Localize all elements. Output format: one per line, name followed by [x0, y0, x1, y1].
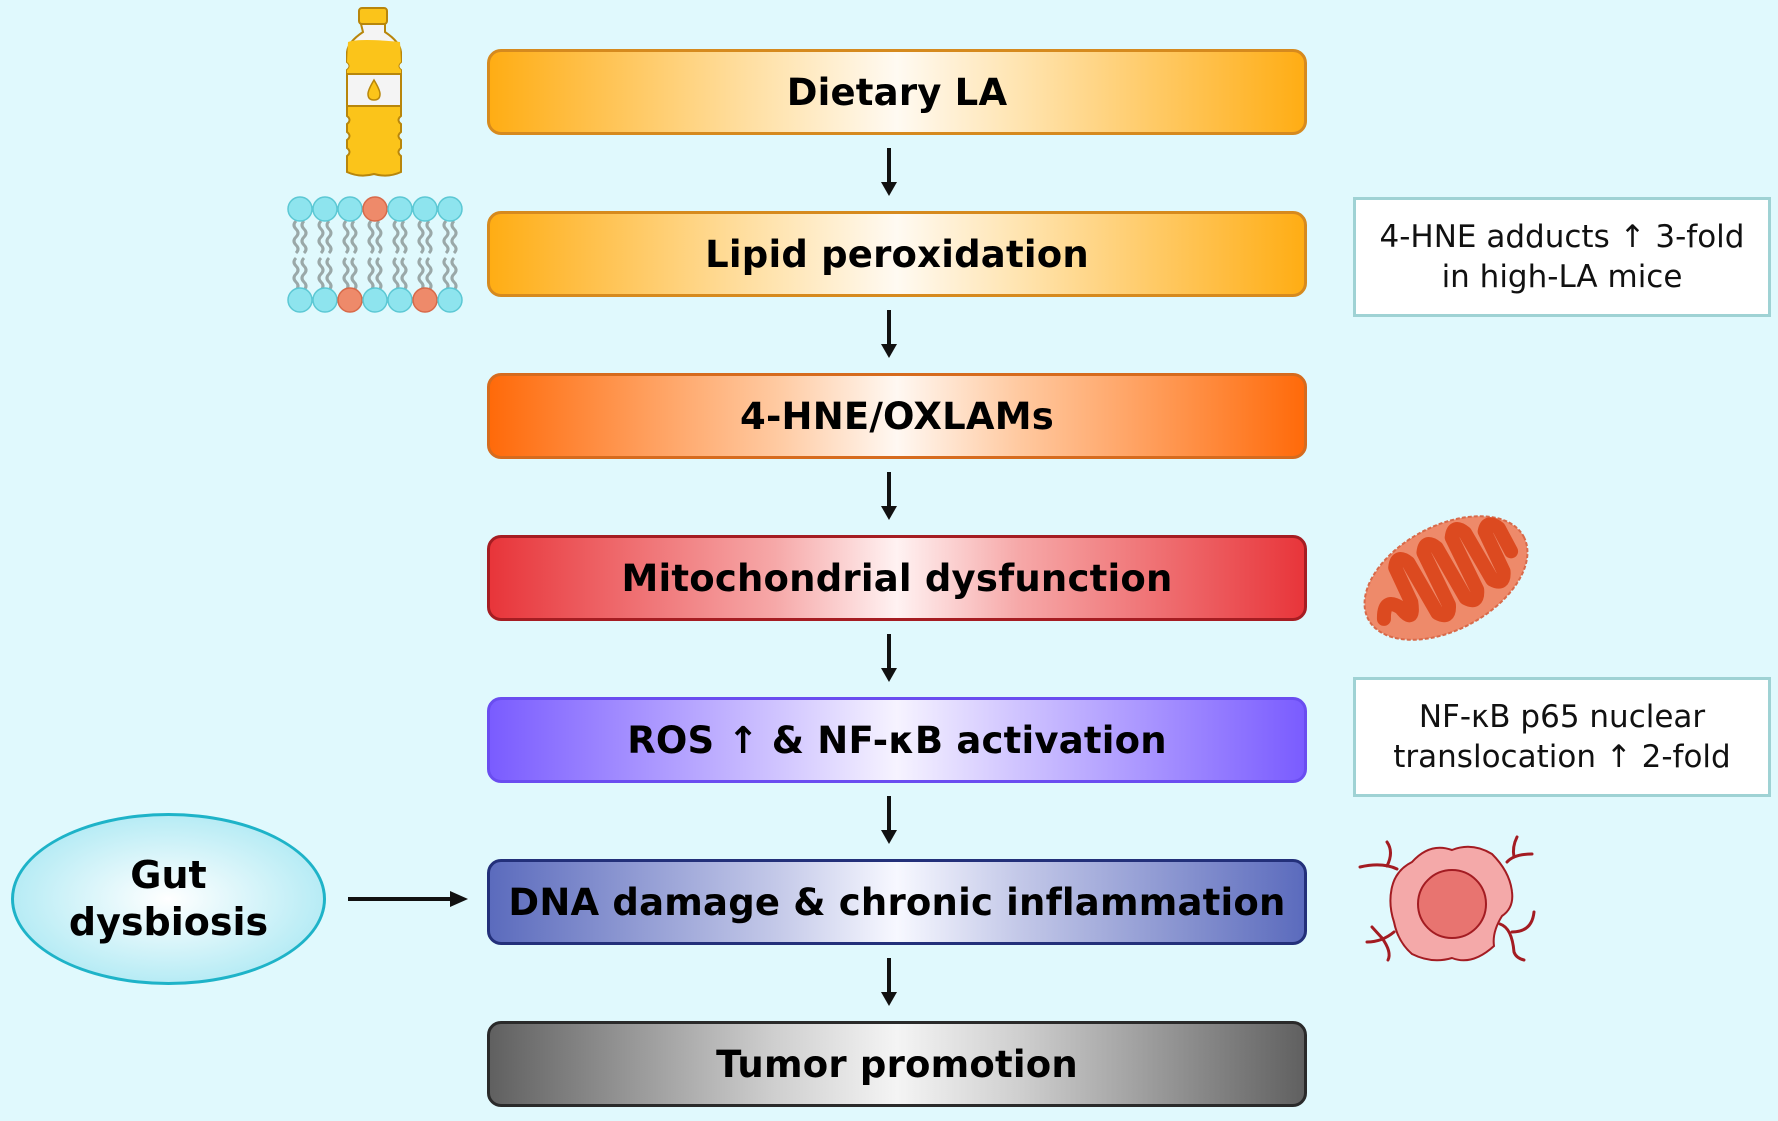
lipid-head [312, 196, 338, 222]
arrow-right-icon [348, 891, 468, 907]
step-tumor-promotion: Tumor promotion [487, 1021, 1307, 1107]
lipid-head [362, 287, 388, 313]
arrow-down-icon [881, 148, 897, 196]
step-label: Lipid peroxidation [705, 232, 1089, 276]
step-ros-nfkb: ROS ↑ & NF-κB activation [487, 697, 1307, 783]
step-label: Dietary LA [786, 70, 1008, 114]
step-lipid-peroxidation: Lipid peroxidation [487, 211, 1307, 297]
arrow-down-icon [881, 472, 897, 520]
arrow-down-icon [881, 310, 897, 358]
lipid-head [287, 287, 313, 313]
annotation-4hne: 4-HNE adducts ↑ 3-fold in high-LA mice [1353, 197, 1771, 317]
step-label: ROS ↑ & NF-κB activation [627, 718, 1167, 762]
step-dna-damage: DNA damage & chronic inflammation [487, 859, 1307, 945]
step-label: 4-HNE/OXLAMs [740, 394, 1054, 438]
oxidized-lipid-head [362, 196, 388, 222]
annotation-line2: translocation ↑ 2-fold [1393, 739, 1731, 775]
annotation-line1: NF-κB p65 nuclear [1418, 698, 1706, 735]
step-label: Mitochondrial dysfunction [621, 556, 1173, 600]
annotation-nfkb: NF-κB p65 nuclear translocation ↑ 2-fold [1353, 677, 1771, 797]
oxidized-lipid-head [337, 287, 363, 313]
step-4hne-oxlams: 4-HNE/OXLAMs [487, 373, 1307, 459]
step-label: Tumor promotion [716, 1042, 1078, 1086]
lipid-head [287, 196, 313, 222]
annotation-line2: in high-LA mice [1441, 259, 1683, 295]
lipid-bilayer-icon [287, 196, 463, 313]
lipid-head [387, 196, 413, 222]
oil-bottle-icon [346, 7, 402, 177]
step-mitochondrial-dysfunction: Mitochondrial dysfunction [487, 535, 1307, 621]
lipid-head [312, 287, 338, 313]
step-dietary-la: Dietary LA [487, 49, 1307, 135]
lipid-head [387, 287, 413, 313]
oxidized-lipid-head [412, 287, 438, 313]
arrow-down-icon [881, 796, 897, 844]
lipid-head [437, 196, 463, 222]
step-label: DNA damage & chronic inflammation [508, 880, 1286, 924]
lipid-head [437, 287, 463, 313]
lipid-head [337, 196, 363, 222]
annotation-line1: 4-HNE adducts ↑ 3-fold [1379, 218, 1745, 255]
mitochondrion-icon [1363, 515, 1529, 641]
lipid-head [412, 196, 438, 222]
arrow-down-icon [881, 634, 897, 682]
arrow-down-icon [881, 958, 897, 1006]
tumor-cell-icon [1358, 835, 1536, 962]
gut-dysbiosis-line2: dysbiosis [68, 900, 269, 944]
gut-dysbiosis-line1: Gut [130, 852, 207, 897]
gut-dysbiosis-node: Gut dysbiosis [11, 813, 326, 985]
